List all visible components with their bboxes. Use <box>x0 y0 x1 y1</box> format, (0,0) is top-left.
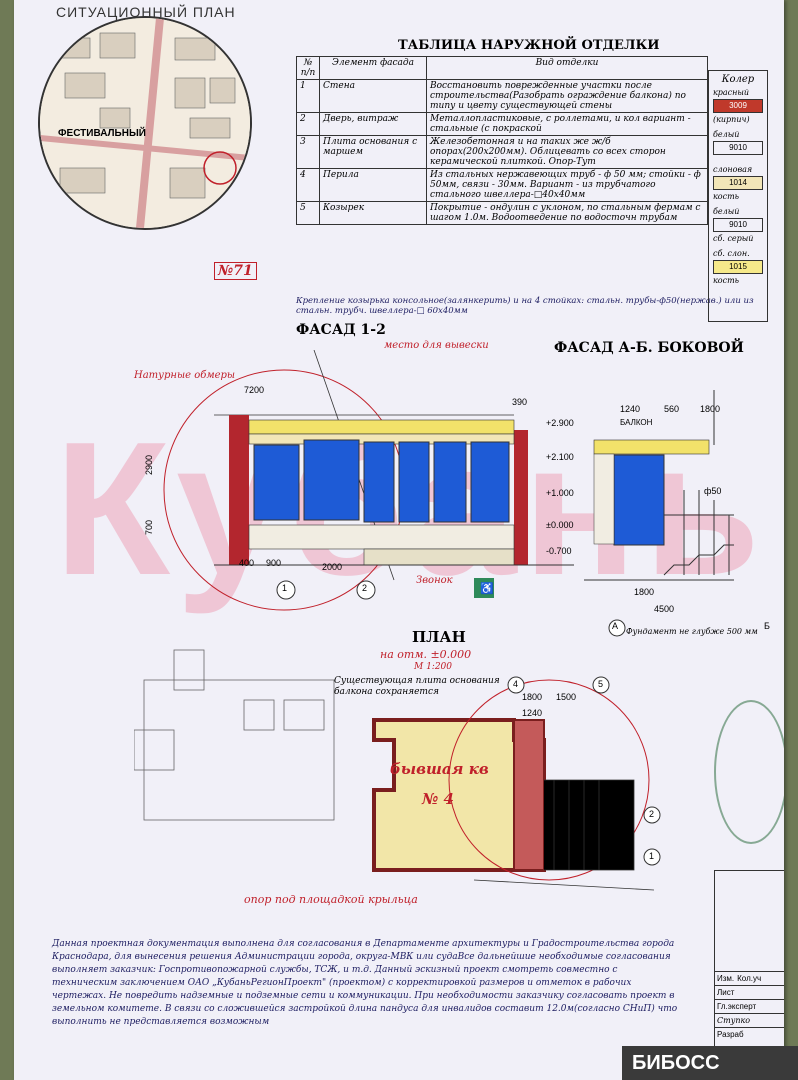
table-row: 1 Стена Восстановить поврежденные участк… <box>296 79 708 113</box>
plan-axis-5: 5 <box>598 679 604 689</box>
col-element: Элемент фасада <box>319 56 427 80</box>
accessibility-icon: ♿ <box>480 583 494 595</box>
site-logo: БИБОСС <box>622 1046 798 1080</box>
facade-side-title: ФАСАД А-Б. БОКОВОЙ <box>554 340 744 356</box>
color-swatch: 9010 <box>713 141 763 155</box>
support-note: опор под площадкой крыльца <box>244 893 418 906</box>
plan-scale: М 1:200 <box>414 662 453 672</box>
finish-table-footnote: Крепление козырька консольное(залянкерит… <box>296 296 754 316</box>
color-legend-title: Колер <box>721 74 755 85</box>
table-row: 3 Плита основания с маршем Железобетонна… <box>296 135 708 169</box>
project-notes: Данная проектная документация выполнена … <box>52 939 678 1027</box>
map-district-label: ФЕСТИВАЛЬНЫЙ <box>58 128 146 139</box>
measurements-note: Натурные обмеры <box>134 370 236 381</box>
axis-a: А <box>612 621 619 631</box>
apartment-number: № 4 <box>422 790 454 808</box>
table-row: 5 Козырек Покрытие - ондулин с уклоном, … <box>296 201 708 225</box>
table-row: 2 Дверь, витраж Металлопластиковые, с ро… <box>296 112 708 136</box>
finish-table-title: ТАБЛИЦА НАРУЖНОЙ ОТДЕЛКИ <box>398 38 660 53</box>
color-swatch: 1014 <box>713 176 763 190</box>
approval-seal <box>714 700 784 844</box>
situation-plan-title: СИТУАЦИОННЫЙ ПЛАН <box>56 4 236 20</box>
balcony-label: БАЛКОН <box>620 418 653 427</box>
situation-map: ФЕСТИВАЛЬНЫЙ <box>38 16 252 230</box>
foundation-note: Фундамент не глубже 500 мм <box>626 627 758 636</box>
existing-slab-note: Существующая плита основания балкона сох… <box>334 676 500 697</box>
map-streets <box>40 18 250 228</box>
color-swatch: 9010 <box>713 218 763 232</box>
plan-level: на отм. ±0.000 <box>380 648 472 661</box>
drawing-sheet: Кубань СИТУАЦИОННЫЙ ПЛАН ФЕСТИВАЛЬНЫЙ №7… <box>14 0 784 1080</box>
color-swatch: 3009 <box>713 99 763 113</box>
col-num: № п/п <box>296 56 320 80</box>
former-apartment-label: бывшая кв <box>390 760 489 778</box>
axis-2: 2 <box>362 583 368 593</box>
plan-axis-4: 4 <box>513 679 519 689</box>
plan-title: ПЛАН <box>412 628 466 646</box>
finish-table: № п/п Элемент фасада Вид отделки 1 Стена… <box>296 56 708 225</box>
facade-drawings <box>163 350 734 637</box>
plan-axis-1: 1 <box>649 851 655 861</box>
floor-plan <box>134 649 661 891</box>
axis-b: Б <box>764 621 770 631</box>
color-swatch: 1015 <box>713 260 763 274</box>
color-legend: Колер красный 3009 (кирпич) белый 9010 с… <box>708 70 768 322</box>
col-finish: Вид отделки <box>426 56 708 80</box>
map-marker: №71 <box>214 262 257 280</box>
plan-axis-2: 2 <box>649 809 655 819</box>
axis-1: 1 <box>282 583 288 593</box>
facade-main-title: ФАСАД 1-2 <box>296 322 386 338</box>
title-block: Изм. Кол.уч Лист Гл.эксперт Ступко Разра… <box>714 870 784 1072</box>
sign-place-note: место для вывески <box>384 340 489 351</box>
table-row: 4 Перила Из стальных нержавеющих труб - … <box>296 168 708 202</box>
bell-note: Звонок <box>416 575 453 586</box>
